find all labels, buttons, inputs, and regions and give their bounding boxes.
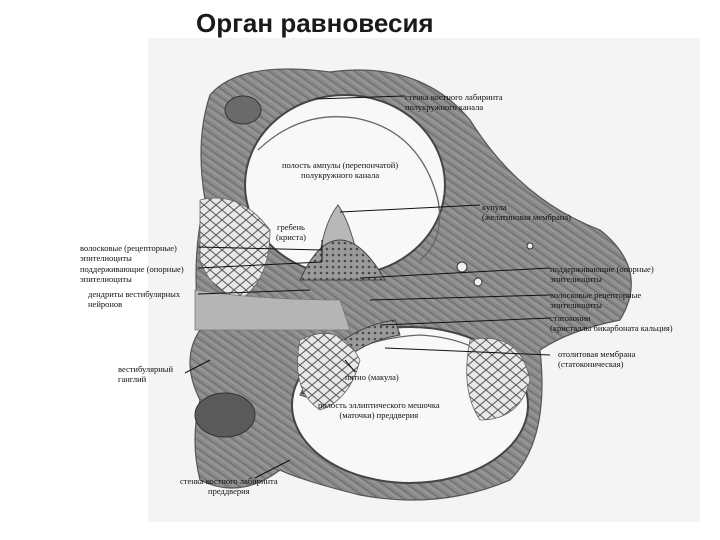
connective-mesh	[199, 197, 271, 301]
label-otolith-membrane: отолитовая мембрана (статоконическая)	[558, 349, 636, 369]
leader-lines	[184, 95, 551, 479]
label-dendrites: дендриты вестибулярных нейронов	[88, 289, 181, 309]
slide-title: Орган равновесия	[196, 8, 434, 38]
ganglion-shape	[194, 392, 256, 438]
label-cupula: купула (желатиновая мембрана)	[482, 202, 571, 222]
label-macula: пятно (макула)	[345, 372, 399, 382]
nerve-fibers	[194, 289, 351, 331]
label-crest: гребень (криста)	[276, 222, 306, 242]
small-vessel	[473, 277, 483, 287]
label-ampulla-cavity: полость ампулы (перепончатой) полукружно…	[282, 160, 399, 180]
label-supporting-left: поддерживающие (опорные) эпителиоциты	[80, 264, 184, 284]
label-bony-wall-vestibule: стенка костного лабиринта преддверия	[180, 476, 278, 496]
label-hair-cells-left: волосковые (рецепторные) эпителиоциты	[80, 243, 177, 263]
label-hair-cells-right: волосковые рецепторные эпителиоциты	[550, 290, 642, 310]
label-ganglion: вестибулярный ганглий	[118, 364, 174, 384]
small-vessel	[526, 242, 534, 250]
small-vessel	[456, 261, 468, 273]
connective-mesh-right	[466, 338, 531, 421]
upper-vessel-shape	[224, 95, 262, 125]
label-utricle-cavity: полость эллиптического мешочка (маточки)…	[318, 400, 440, 420]
label-bony-wall-canal: стенка костного лабиринта полукружного к…	[405, 92, 503, 112]
label-supporting-right: поддерживающие (опорные) эпителиоциты	[550, 264, 654, 284]
label-statoconia: статоконии (кристаллы бикарбоната кальци…	[550, 313, 673, 333]
connective-mesh-lower	[297, 332, 361, 411]
membranous-wall	[257, 116, 441, 261]
